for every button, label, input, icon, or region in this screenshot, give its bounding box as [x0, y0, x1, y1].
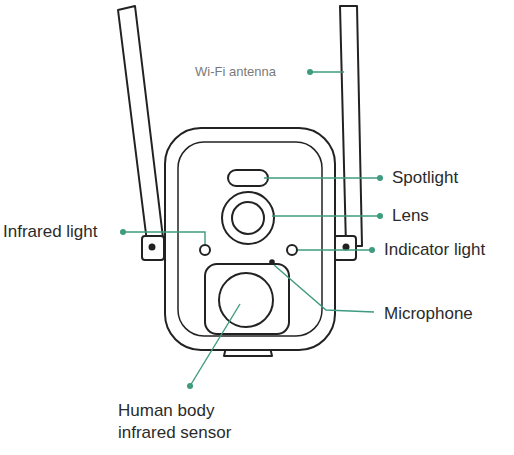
- lens-glass: [232, 202, 264, 234]
- pir-sensor-dome: [219, 273, 273, 327]
- pir-sensor-label: Human body infrared sensor: [118, 400, 258, 444]
- lens-label: Lens: [392, 205, 429, 227]
- leader-line: [298, 249, 372, 250]
- left-hinge-screw: [150, 245, 155, 250]
- infrared-light-right: [287, 245, 297, 255]
- leader-dot: [377, 175, 383, 181]
- leader-dot: [187, 383, 193, 389]
- spotlight: [228, 170, 268, 186]
- left-antenna: [118, 6, 164, 250]
- right-antenna: [340, 6, 362, 246]
- leader-dot: [369, 247, 375, 253]
- leader-line: [308, 71, 344, 72]
- microphone-label: Microphone: [384, 303, 473, 325]
- leader-line: [274, 265, 374, 312]
- leader-line: [272, 215, 380, 216]
- lens-ring: [222, 192, 274, 244]
- pir-sensor-window: [205, 264, 289, 334]
- leader-line: [264, 177, 380, 178]
- infrared-light-label: Infrared light: [3, 221, 98, 243]
- infrared-light-left: [200, 245, 210, 255]
- leader-line: [190, 304, 240, 386]
- right-hinge-screw: [344, 245, 349, 250]
- leader-line: [123, 232, 205, 244]
- leader-dot: [377, 213, 383, 219]
- camera-housing: [165, 128, 335, 350]
- indicator-light-label: Indicator light: [384, 239, 485, 261]
- leader-dot: [120, 229, 126, 235]
- front-panel: [178, 142, 322, 336]
- antenna-label: Wi-Fi antenna: [195, 61, 276, 83]
- left-antenna-hinge: [142, 236, 164, 260]
- leader-dot: [307, 69, 313, 75]
- right-antenna-hinge: [334, 236, 356, 260]
- spotlight-label: Spotlight: [392, 167, 458, 189]
